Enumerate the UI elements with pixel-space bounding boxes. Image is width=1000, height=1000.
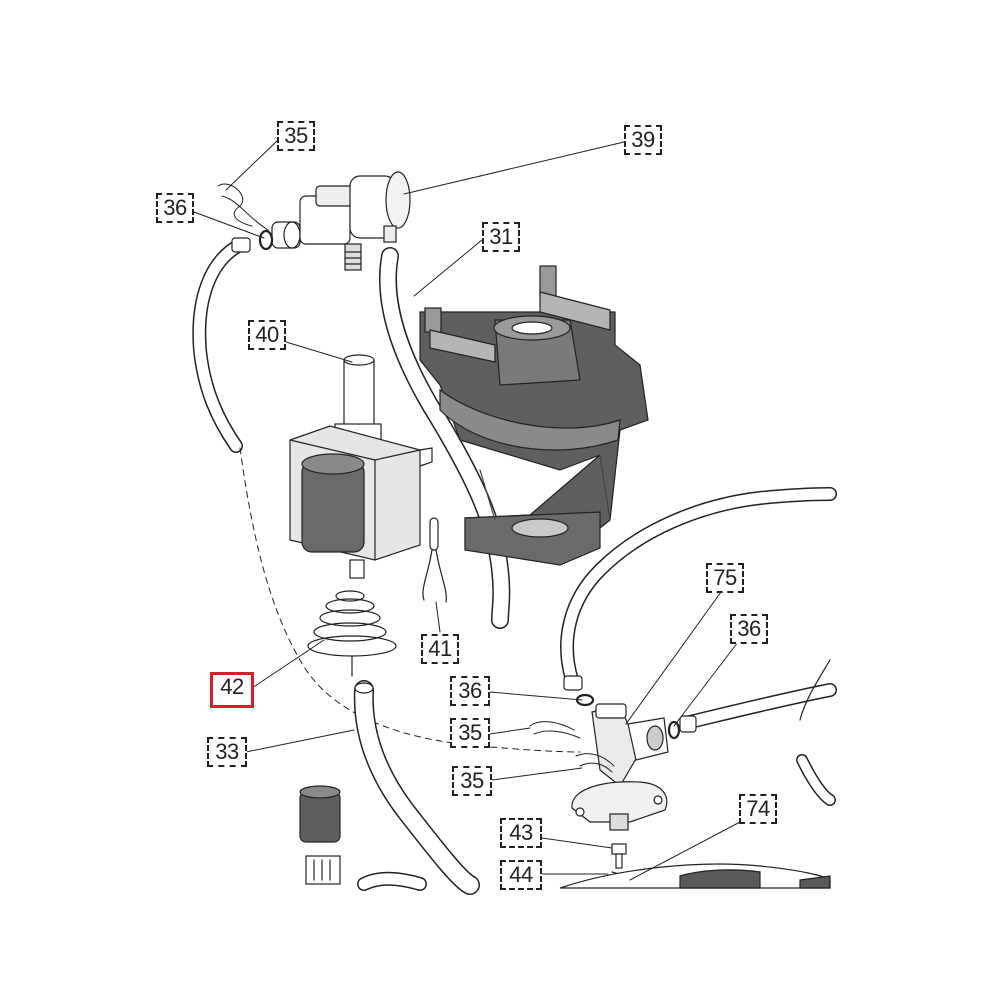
right-tube-upper <box>560 487 837 687</box>
tube-33 <box>353 680 480 895</box>
o-ring-top <box>258 229 274 251</box>
cap-part <box>299 785 341 843</box>
spring-42 <box>307 590 397 677</box>
callout-43[interactable]: 43 <box>500 818 542 848</box>
callout-35-top[interactable]: 35 <box>277 121 315 151</box>
callout-40[interactable]: 40 <box>248 320 286 350</box>
right-tube-lower <box>683 683 837 729</box>
tube-31 <box>378 247 511 629</box>
fitting-39 <box>271 171 411 271</box>
callout-31[interactable]: 31 <box>482 222 520 252</box>
boiler-assembly <box>419 265 649 566</box>
callout-36-right[interactable]: 36 <box>730 614 768 644</box>
callout-42-highlighted[interactable]: 42 <box>210 672 254 708</box>
clip-35-top <box>217 183 269 231</box>
callout-44[interactable]: 44 <box>500 860 542 890</box>
left-tube-upper <box>192 239 245 453</box>
screw-43 <box>611 843 627 869</box>
clip-35-right-a <box>529 721 581 739</box>
o-ring-right <box>667 720 681 740</box>
pump-40 <box>289 354 433 579</box>
leader-lines <box>193 139 741 881</box>
callout-36-top[interactable]: 36 <box>156 193 194 223</box>
callout-39[interactable]: 39 <box>624 125 662 155</box>
callout-33[interactable]: 33 <box>207 737 247 767</box>
part-41 <box>422 517 447 603</box>
connector-part <box>305 855 341 885</box>
callout-41[interactable]: 41 <box>421 634 459 664</box>
callout-35-mid[interactable]: 35 <box>450 718 490 748</box>
dashed-route-line <box>239 447 581 753</box>
callout-75[interactable]: 75 <box>706 563 744 593</box>
callout-74[interactable]: 74 <box>739 794 777 824</box>
callout-35-low[interactable]: 35 <box>452 766 492 796</box>
t-fitting-75 <box>571 703 669 831</box>
callout-36-mid[interactable]: 36 <box>450 676 490 706</box>
clip-35-right-b <box>575 753 615 773</box>
